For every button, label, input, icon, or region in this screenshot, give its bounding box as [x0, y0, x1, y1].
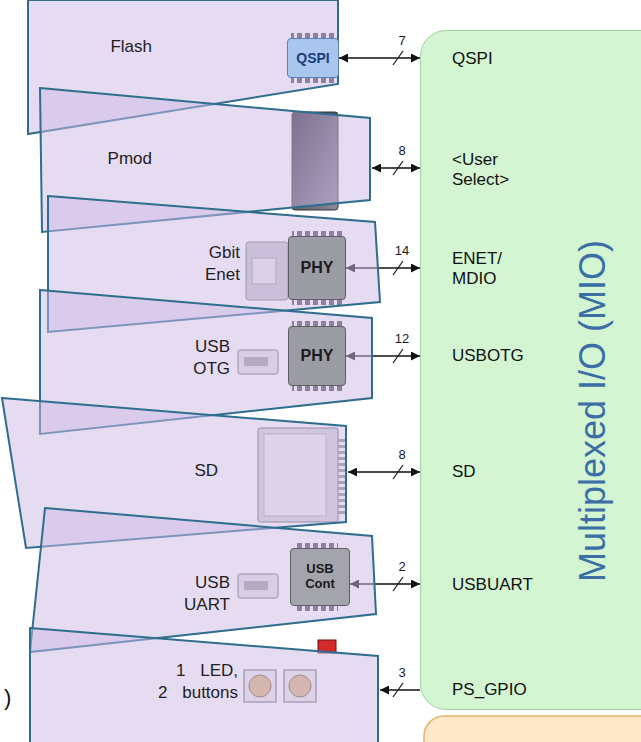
peripheral-label: USB UART [178, 572, 230, 616]
bus-width: 7 [389, 33, 415, 48]
peripheral-label: Gbit Enet [194, 242, 240, 286]
bus-width: 8 [389, 143, 415, 158]
text-slot: PHY [289, 327, 345, 385]
text-slot: <User Select> [452, 150, 524, 190]
peripheral-label: USB OTG [184, 336, 230, 380]
qspi-chip: QSPI [287, 38, 339, 78]
panel-outline [30, 628, 378, 742]
bus-width-slash [393, 261, 403, 275]
text-slot: SD [452, 462, 512, 482]
text-slot: QSPI [452, 49, 532, 69]
bus-connector [339, 57, 420, 59]
peripheral-label: 1 LED, 2 buttons [155, 660, 238, 704]
text-slot: USBUART [452, 575, 542, 595]
bus-width: 2 [389, 559, 415, 574]
text-slot: ) [4, 688, 18, 708]
bus-connector [372, 167, 420, 169]
peripheral-label: SD [168, 460, 218, 482]
port-name: USBUART [452, 575, 542, 595]
peripheral-label: Flash [92, 36, 152, 58]
panel-outline [30, 508, 376, 652]
block-title: Multiplexed I/O (MIO) [573, 240, 613, 582]
chip-label: PHY [301, 259, 334, 277]
port-name: QSPI [452, 49, 532, 69]
bus-width-slash [393, 577, 403, 591]
text-slot: Flash [92, 36, 152, 58]
peripheral-label: Pmod [92, 148, 152, 170]
phy-chip: PHY [288, 326, 346, 386]
text-slot: USBOTG [452, 346, 542, 366]
text-slot: 1 LED, 2 buttons [155, 660, 238, 704]
text-slot: Gbit Enet [194, 242, 240, 286]
cut-off-glyph: ) [4, 688, 18, 708]
bus-width: 3 [389, 665, 415, 680]
peripheral-panel: 1 LED, 2 buttons [30, 626, 380, 742]
text-slot: QSPI [288, 39, 338, 77]
port-name: PS_GPIO [452, 680, 542, 700]
phy-chip: PHY [288, 236, 346, 300]
chip-label: USB Cont [291, 562, 349, 592]
text-slot: ENET/ MDIO [452, 249, 512, 289]
port-name: USBOTG [452, 346, 542, 366]
bus-width: 8 [389, 447, 415, 462]
bus-width: 14 [389, 243, 415, 258]
mio-block: Multiplexed I/O (MIO) [420, 30, 641, 710]
text-slot: Pmod [92, 148, 152, 170]
bus-width-slash [393, 349, 403, 363]
port-name: <User Select> [452, 150, 524, 190]
port-name: SD [452, 462, 512, 482]
text-slot: USB UART [178, 572, 230, 616]
text-slot: PS_GPIO [452, 680, 542, 700]
chip-label: PHY [301, 347, 334, 365]
chip-label: QSPI [296, 50, 329, 66]
bus-width: 12 [389, 331, 415, 346]
bus-connector [348, 471, 420, 473]
bus-connector [380, 689, 420, 691]
text-slot: USB OTG [184, 336, 230, 380]
text-slot: PHY [289, 237, 345, 299]
port-name: ENET/ MDIO [452, 249, 512, 289]
text-slot: USB Cont [291, 549, 349, 605]
bus-width-slash [393, 161, 403, 175]
text-slot: SD [168, 460, 218, 482]
bus-width-slash [393, 465, 403, 479]
next-block [424, 716, 641, 742]
bus-width-slash [393, 683, 403, 697]
bus-width-slash [393, 51, 403, 65]
usb-controller-chip: USB Cont [290, 548, 350, 606]
